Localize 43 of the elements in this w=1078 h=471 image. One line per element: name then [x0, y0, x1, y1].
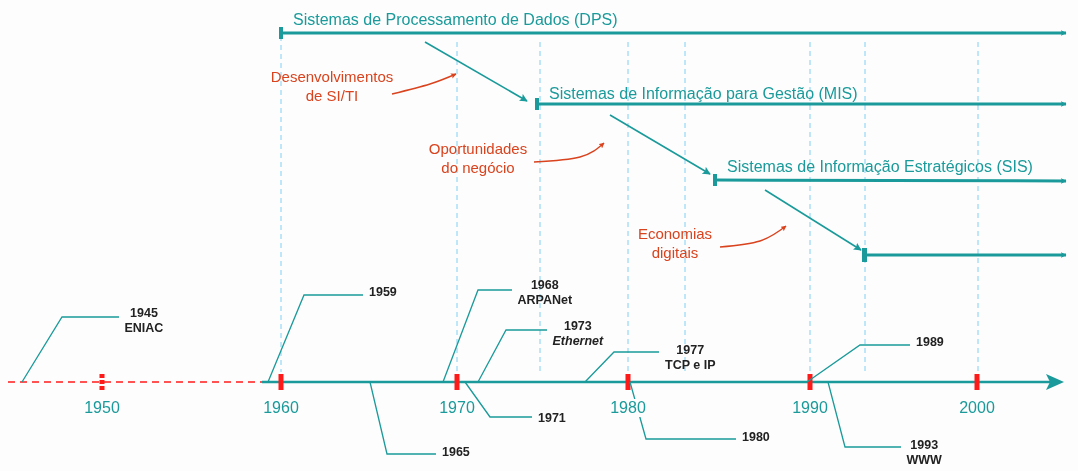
era-arrow [717, 178, 1067, 184]
event-year: 1989 [916, 335, 944, 350]
leader-line [442, 289, 513, 383]
leader-line [267, 294, 364, 383]
annotation-text: Desenvolvimentos de SI/TI [267, 67, 397, 105]
event-year: 1980 [742, 430, 770, 445]
curved-arrow [391, 73, 457, 95]
event-name: WWW [906, 453, 942, 468]
event-year: 1971 [538, 411, 566, 426]
era-arrow [867, 252, 1067, 258]
era-label: Sistemas de Informação Estratégicos (SIS) [727, 158, 1033, 176]
arrow [424, 41, 528, 102]
leader-line [464, 381, 533, 418]
curved-arrow [719, 225, 787, 248]
event-year: 1959 [369, 285, 397, 300]
event-name: ARPANet [517, 293, 573, 308]
leader-line [827, 381, 902, 448]
leader-line [477, 329, 548, 383]
annotation-text: Economias digitais [630, 224, 720, 262]
arrow [609, 114, 711, 175]
event-year: 1993 [910, 438, 939, 453]
leader-line [369, 381, 437, 455]
event-name: Ethernet [552, 334, 604, 349]
event-year: 1973 [563, 319, 592, 334]
leader-line [806, 344, 911, 383]
year-label: 1980 [610, 399, 646, 417]
event-year: 1977 [676, 343, 705, 358]
era-label: Sistemas de Processamento de Dados (DPS) [293, 11, 618, 29]
leader-line [629, 381, 737, 440]
event-year: 1945 [130, 306, 158, 321]
event-year: 1968 [530, 278, 559, 293]
annotation-text: Oportunidades do negócio [422, 139, 534, 177]
event-year: 1965 [442, 445, 470, 460]
event-name: TCP e IP [665, 358, 716, 373]
event-name: ENIAC [124, 321, 164, 336]
curved-arrow [533, 142, 605, 163]
leader-line [21, 316, 120, 383]
start-tick [862, 248, 867, 262]
era-arrow [281, 30, 1067, 36]
arrow [764, 189, 862, 251]
era-arrow [537, 101, 1067, 107]
era-label: Sistemas de Informação para Gestão (MIS) [549, 85, 858, 103]
leader-line [584, 351, 660, 383]
